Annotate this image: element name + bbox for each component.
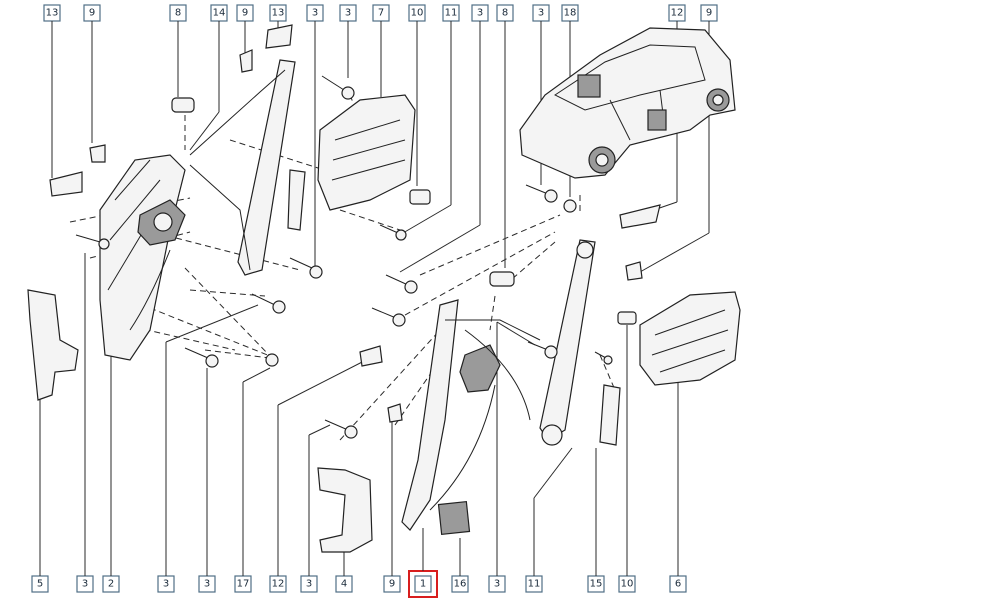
callout-3-top-c[interactable]: 3 <box>471 4 489 22</box>
bolt-center-c <box>525 184 558 203</box>
svg-text:13: 13 <box>272 8 285 19</box>
bolt-center-e <box>324 419 358 439</box>
callout-11-bottom[interactable]: 11 <box>525 575 543 593</box>
callout-10-bottom[interactable]: 10 <box>618 575 636 593</box>
svg-text:9: 9 <box>89 8 95 19</box>
bolt-left-b <box>289 257 323 279</box>
svg-text:4: 4 <box>341 579 347 590</box>
callout-5-bottom[interactable]: 5 <box>31 575 49 593</box>
svg-text:9: 9 <box>706 8 712 19</box>
svg-text:10: 10 <box>411 8 424 19</box>
callout-10-top[interactable]: 10 <box>408 4 426 22</box>
top-callout-row: 13 9 8 14 9 13 3 3 7 10 11 3 8 3 18 12 9 <box>43 4 718 22</box>
callout-9-top-c[interactable]: 9 <box>700 4 718 22</box>
svg-text:8: 8 <box>175 8 181 19</box>
callout-12-top[interactable]: 12 <box>668 4 686 22</box>
callout-3-bottom-b[interactable]: 3 <box>157 575 175 593</box>
svg-text:17: 17 <box>237 579 250 590</box>
svg-text:11: 11 <box>528 579 541 590</box>
callout-8-top-b[interactable]: 8 <box>496 4 514 22</box>
bolt-left-d <box>184 347 219 368</box>
svg-text:12: 12 <box>272 579 285 590</box>
callout-1-bottom-selected[interactable]: 1 <box>408 570 438 598</box>
car-locator-illustration <box>519 27 736 179</box>
bolt-center-f <box>594 351 613 365</box>
svg-text:18: 18 <box>564 8 577 19</box>
svg-text:10: 10 <box>621 579 634 590</box>
callout-18-top[interactable]: 18 <box>561 4 579 22</box>
callout-3-top-d[interactable]: 3 <box>532 4 550 22</box>
svg-text:15: 15 <box>590 579 603 590</box>
svg-text:8: 8 <box>502 8 508 19</box>
callout-3-bottom-a[interactable]: 3 <box>76 575 94 593</box>
bolt-center-b <box>371 307 406 327</box>
callout-12-bottom[interactable]: 12 <box>269 575 287 593</box>
callout-11-top[interactable]: 11 <box>442 4 460 22</box>
callout-3-bottom-c[interactable]: 3 <box>198 575 216 593</box>
svg-text:14: 14 <box>213 8 226 19</box>
callout-9-top-b[interactable]: 9 <box>236 4 254 22</box>
callout-13-top-a[interactable]: 13 <box>43 4 61 22</box>
svg-text:3: 3 <box>163 579 169 590</box>
callout-6-bottom[interactable]: 6 <box>669 575 687 593</box>
callout-3-bottom-e[interactable]: 3 <box>488 575 506 593</box>
callout-4-bottom[interactable]: 4 <box>335 575 353 593</box>
svg-text:3: 3 <box>538 8 544 19</box>
callout-9-bottom[interactable]: 9 <box>383 575 401 593</box>
callout-16-bottom[interactable]: 16 <box>451 575 469 593</box>
svg-text:9: 9 <box>389 579 395 590</box>
callout-3-top-b[interactable]: 3 <box>339 4 357 22</box>
callout-13-top-b[interactable]: 13 <box>269 4 287 22</box>
svg-text:5: 5 <box>37 579 43 590</box>
svg-text:3: 3 <box>494 579 500 590</box>
svg-text:12: 12 <box>671 8 684 19</box>
callout-8-top-a[interactable]: 8 <box>169 4 187 22</box>
svg-text:3: 3 <box>345 8 351 19</box>
svg-text:11: 11 <box>445 8 458 19</box>
callout-9-top-a[interactable]: 9 <box>83 4 101 22</box>
svg-text:6: 6 <box>675 579 681 590</box>
svg-text:2: 2 <box>108 579 114 590</box>
svg-text:3: 3 <box>306 579 312 590</box>
svg-text:3: 3 <box>82 579 88 590</box>
callout-17-bottom[interactable]: 17 <box>234 575 252 593</box>
bolt-left-a <box>75 234 110 250</box>
callout-3-bottom-d[interactable]: 3 <box>300 575 318 593</box>
callout-7-top[interactable]: 7 <box>372 4 390 22</box>
callout-14-top[interactable]: 14 <box>210 4 228 22</box>
bolt-left-c <box>251 293 286 314</box>
callout-3-top-a[interactable]: 3 <box>306 4 324 22</box>
svg-text:7: 7 <box>378 8 384 19</box>
svg-text:13: 13 <box>46 8 59 19</box>
svg-text:1: 1 <box>420 579 426 590</box>
svg-text:16: 16 <box>454 579 467 590</box>
svg-text:3: 3 <box>204 579 210 590</box>
svg-text:3: 3 <box>477 8 483 19</box>
callout-2-bottom[interactable]: 2 <box>102 575 120 593</box>
bolt-top-a <box>321 75 355 100</box>
svg-text:9: 9 <box>242 8 248 19</box>
svg-text:3: 3 <box>312 8 318 19</box>
bolt-center-d <box>527 341 558 359</box>
left-window-regulator-assembly <box>27 24 431 401</box>
callout-15-bottom[interactable]: 15 <box>587 575 605 593</box>
bolt-center-a <box>385 274 418 294</box>
bottom-callout-row: 5 3 2 3 3 17 12 3 4 9 1 16 3 11 15 10 6 <box>31 570 687 598</box>
right-window-regulator-assembly <box>317 184 741 553</box>
